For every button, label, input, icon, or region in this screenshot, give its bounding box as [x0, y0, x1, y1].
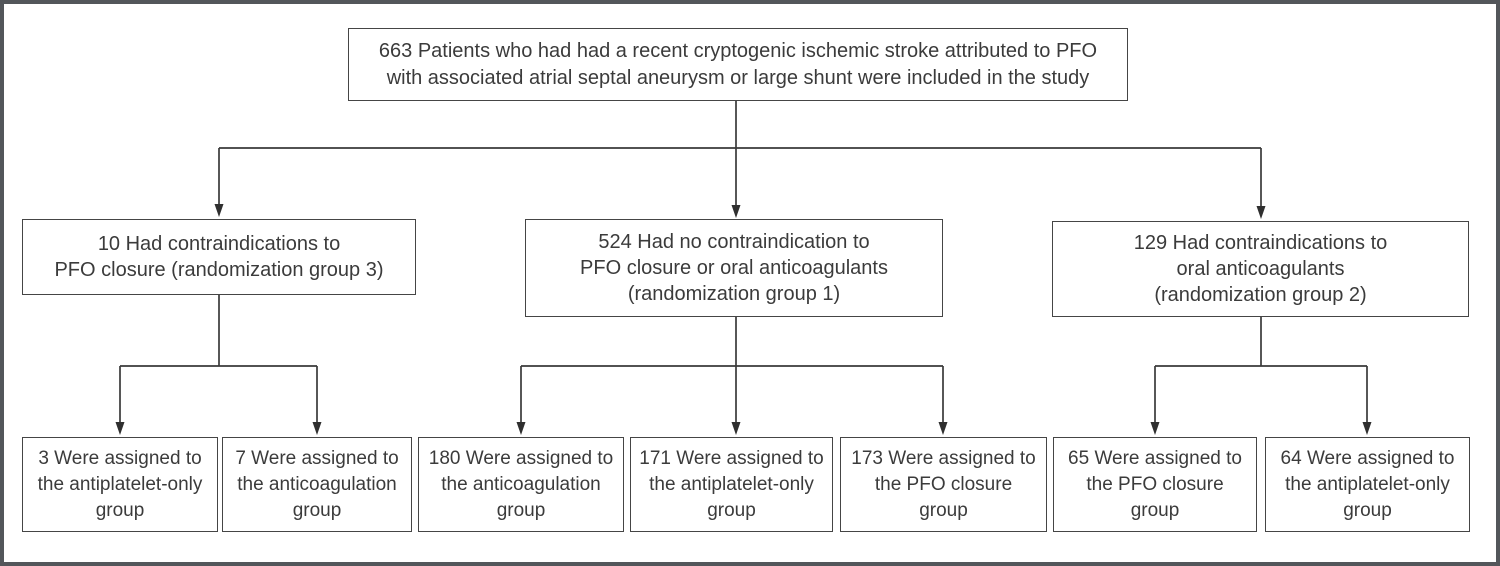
- text-line: the PFO closure: [1086, 473, 1224, 495]
- connector-line: [520, 317, 944, 423]
- connector-line: [1154, 317, 1368, 423]
- arrow-down-icon: [312, 422, 322, 435]
- text-line: (randomization group 2): [1154, 284, 1367, 306]
- box-assigned-180-anticoagulation: 180 Were assigned to the anticoagulation…: [418, 437, 624, 532]
- arrowheads-group2: [1150, 422, 1372, 435]
- box-group3-contraindication-pfo: 10 Had contraindications to PFO closure …: [22, 219, 416, 295]
- text-line: oral anticoagulants: [1176, 258, 1345, 280]
- connector-line: [119, 295, 318, 423]
- text-line: (randomization group 1): [627, 283, 841, 305]
- arrowheads-group3: [115, 422, 322, 435]
- arrowheads-level1: [214, 204, 1266, 219]
- text-line: the PFO closure: [874, 473, 1013, 495]
- text-line: 10 Had contraindications to: [97, 233, 341, 255]
- box-group1-no-contraindication: 524 Had no contraindication to PFO closu…: [525, 219, 943, 317]
- text-line: group: [496, 499, 546, 521]
- text-line: 129 Had contraindications to: [1133, 232, 1388, 254]
- text-line: PFO closure or oral anticoagulants: [580, 257, 888, 279]
- connector-group3-to-assignments: [119, 295, 318, 423]
- text-line: group: [919, 499, 968, 521]
- box-assigned-7-anticoagulation: 7 Were assigned to the anticoagulation g…: [222, 437, 412, 532]
- box-group2-contraindication-oac: 129 Had contraindications to oral antico…: [1052, 221, 1469, 317]
- text-line: 3 Were assigned to: [38, 447, 202, 469]
- text-line: group: [707, 499, 756, 521]
- text-line: 64 Were assigned to: [1280, 447, 1455, 469]
- connector-group2-to-assignments: [1154, 317, 1368, 423]
- arrow-down-icon: [731, 205, 741, 218]
- arrow-down-icon: [1256, 206, 1266, 219]
- connector-group1-to-assignments: [520, 317, 944, 423]
- text-line: 7 Were assigned to: [235, 447, 399, 469]
- text-line: the antiplatelet-only: [37, 473, 203, 495]
- text-line: the anticoagulation: [237, 473, 397, 495]
- box-assigned-64-antiplatelet: 64 Were assigned to the antiplatelet-onl…: [1265, 437, 1470, 532]
- text-line: 173 Were assigned to: [851, 447, 1036, 469]
- arrow-down-icon: [115, 422, 125, 435]
- arrow-down-icon: [731, 422, 741, 435]
- text-line: 171 Were assigned to: [639, 447, 824, 469]
- box-assigned-171-antiplatelet: 171 Were assigned to the antiplatelet-on…: [630, 437, 833, 532]
- text-line: the antiplatelet-only: [649, 473, 814, 495]
- arrow-down-icon: [516, 422, 526, 435]
- box-assigned-65-pfo-closure: 65 Were assigned to the PFO closure grou…: [1053, 437, 1257, 532]
- text-line: group: [292, 499, 342, 521]
- box-enrolled-663: 663 Patients who had had a recent crypto…: [348, 28, 1128, 101]
- text-line: 524 Had no contraindication to: [598, 231, 870, 253]
- text-line: 663 Patients who had had a recent crypto…: [378, 39, 1098, 62]
- text-line: group: [95, 499, 145, 521]
- arrowheads-group1: [516, 422, 948, 435]
- text-line: the anticoagulation: [441, 473, 601, 495]
- flow-connectors: [115, 101, 1372, 435]
- arrow-down-icon: [1362, 422, 1372, 435]
- text-line: group: [1343, 499, 1392, 521]
- box-assigned-3-antiplatelet: 3 Were assigned to the antiplatelet-only…: [22, 437, 218, 532]
- arrow-down-icon: [1150, 422, 1160, 435]
- connector-line: [218, 101, 1262, 207]
- arrow-down-icon: [214, 204, 224, 217]
- text-line: PFO closure (randomization group 3): [54, 259, 384, 281]
- text-line: group: [1130, 499, 1180, 521]
- text-line: 65 Were assigned to: [1068, 447, 1242, 469]
- box-assigned-173-pfo-closure: 173 Were assigned to the PFO closure gro…: [840, 437, 1047, 532]
- arrow-down-icon: [938, 422, 948, 435]
- text-line: with associated atrial septal aneurysm o…: [386, 66, 1090, 89]
- connector-top-to-groups: [218, 101, 1262, 207]
- text-line: 180 Were assigned to: [428, 447, 614, 469]
- text-line: the antiplatelet-only: [1285, 473, 1450, 495]
